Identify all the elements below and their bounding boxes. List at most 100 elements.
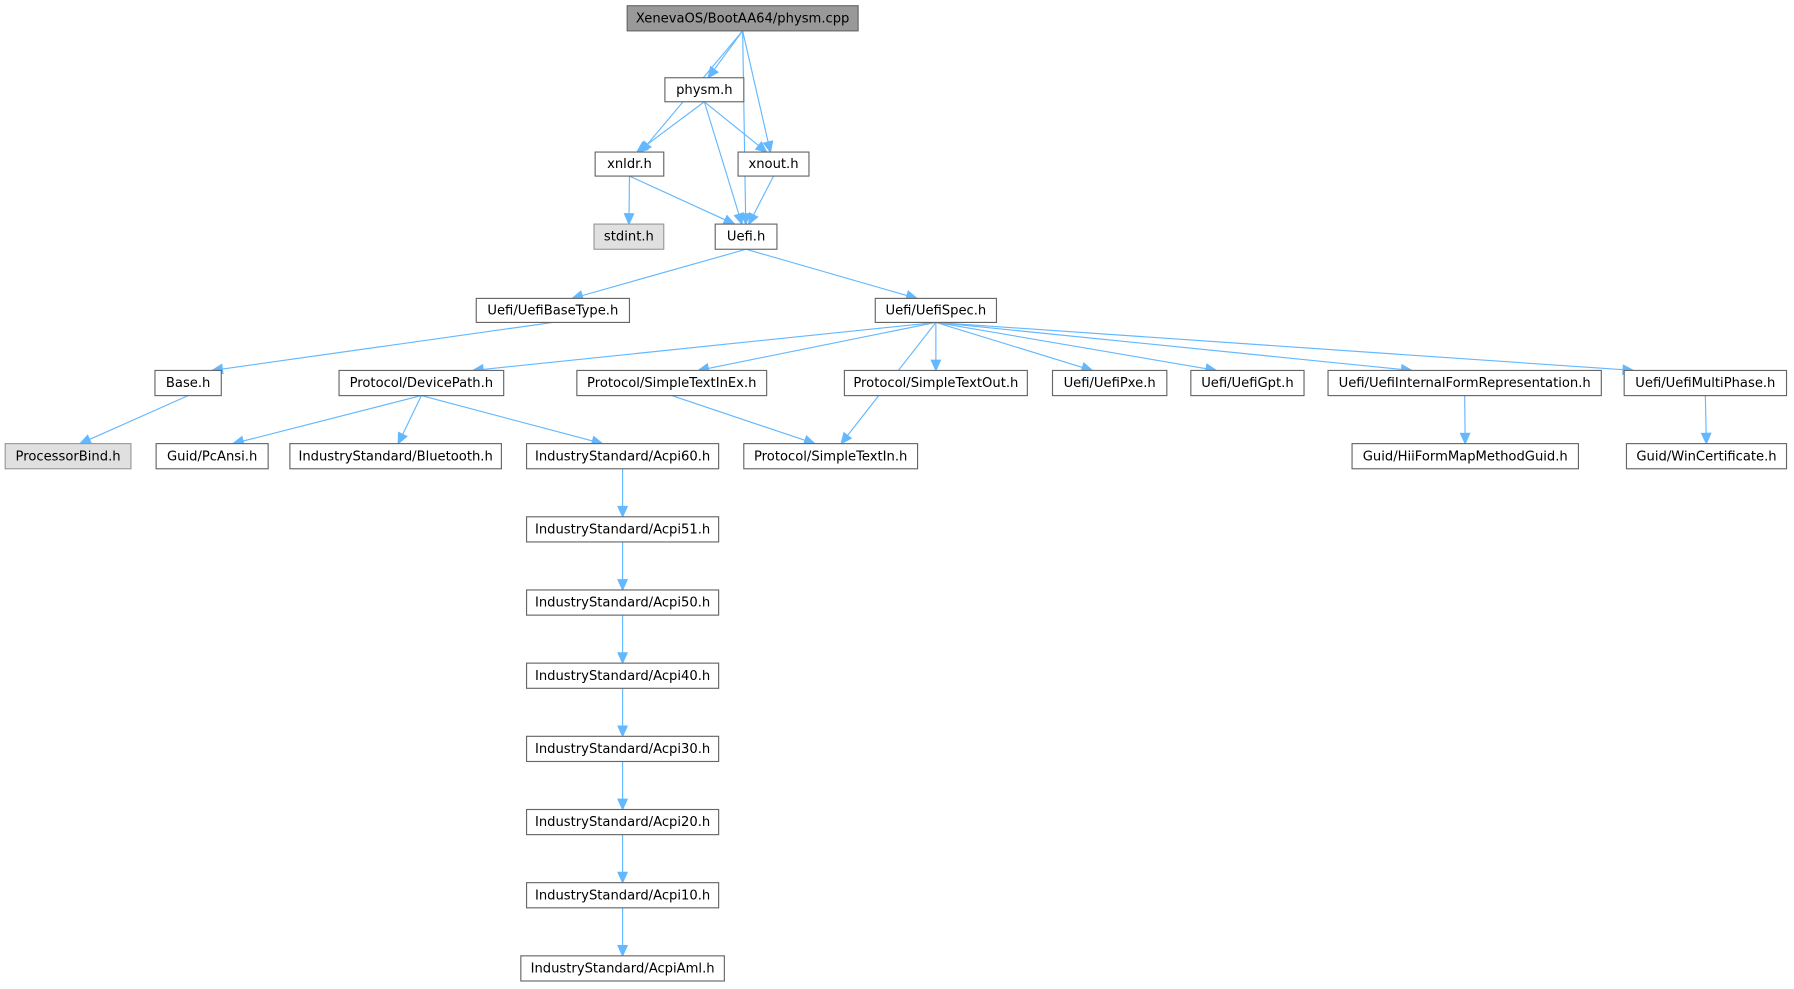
node-box [737, 151, 810, 177]
arrowhead-icon [733, 212, 744, 226]
arrowhead-icon [707, 65, 720, 79]
node-xnldr[interactable]: xnldr.h [594, 151, 665, 177]
node-label: ProcessorBind.h [16, 449, 121, 464]
node-acpiaml[interactable]: IndustryStandard/AcpiAml.h [520, 955, 725, 982]
node-hii[interactable]: Guid/HiiFormMapMethodGuid.h [1351, 443, 1580, 470]
node-acpi50[interactable]: IndustryStandard/Acpi50.h [525, 589, 720, 616]
node-base[interactable]: Base.h [154, 369, 222, 397]
arrowhead-icon [617, 652, 629, 665]
node-label: IndustryStandard/Acpi10.h [535, 888, 710, 903]
node-box [525, 662, 720, 689]
node-box [664, 77, 745, 103]
node-physm[interactable]: physm.h [664, 77, 745, 103]
arrowhead-icon [623, 213, 635, 226]
node-stdint[interactable]: stdint.h [593, 223, 665, 250]
node-label: IndustryStandard/Bluetooth.h [298, 449, 492, 464]
edge-basetype-to-base [222, 321, 553, 370]
node-box [525, 516, 720, 543]
edge-uefispec-to-devpath [482, 321, 936, 370]
node-label: Uefi/UefiMultiPhase.h [1635, 376, 1775, 391]
node-multiphase[interactable]: Uefi/UefiMultiPhase.h [1623, 369, 1788, 397]
node-box [576, 369, 768, 397]
node-box [1190, 369, 1305, 397]
arrowhead-icon [617, 798, 629, 811]
node-acpi60[interactable]: IndustryStandard/Acpi60.h [525, 443, 720, 470]
node-label: Guid/WinCertificate.h [1636, 449, 1776, 464]
edge-stie-to-sti [671, 395, 806, 441]
edge-physm-to-xnout [703, 101, 759, 147]
edge-uefispec-to-multiphase [935, 321, 1624, 371]
arrowhead-icon [617, 871, 629, 885]
node-bt[interactable]: IndustryStandard/Bluetooth.h [289, 443, 502, 470]
node-pxe[interactable]: Uefi/UefiPxe.h [1051, 369, 1168, 397]
arrowhead-icon [617, 944, 629, 958]
arrowhead-icon [722, 214, 736, 225]
node-label: xnldr.h [607, 157, 652, 172]
node-label: Uefi/UefiPxe.h [1064, 376, 1156, 391]
node-sto[interactable]: Protocol/SimpleTextOut.h [843, 369, 1028, 397]
node-box [593, 223, 665, 250]
edge-devpath-to-acpi60 [421, 395, 593, 442]
node-box [714, 223, 778, 250]
arrowhead-icon [1700, 432, 1712, 446]
node-label: Uefi.h [727, 230, 765, 245]
node-box [4, 443, 132, 470]
node-label: IndustryStandard/Acpi40.h [535, 669, 710, 684]
node-label: Guid/PcAnsi.h [167, 449, 257, 464]
edge-uefispec-to-ifr [935, 321, 1402, 370]
node-label: Protocol/SimpleTextOut.h [853, 376, 1018, 391]
node-uefispec[interactable]: Uefi/UefiSpec.h [874, 297, 998, 323]
node-acpi20[interactable]: IndustryStandard/Acpi20.h [525, 808, 720, 836]
arrowhead-icon [930, 359, 942, 372]
arrowhead-icon [840, 431, 853, 445]
node-procbind[interactable]: ProcessorBind.h [4, 443, 132, 470]
node-label: IndustryStandard/Acpi20.h [535, 815, 710, 830]
node-box [743, 443, 919, 470]
node-stie[interactable]: Protocol/SimpleTextInEx.h [576, 369, 768, 397]
node-label: Protocol/SimpleTextIn.h [754, 449, 907, 464]
node-box [338, 369, 505, 397]
node-devpath[interactable]: Protocol/DevicePath.h [338, 369, 505, 397]
arrowhead-icon [617, 725, 629, 738]
edge-devpath-to-pcansi [242, 395, 422, 442]
edge-multiphase-to-wincert [1704, 395, 1707, 434]
node-box [525, 735, 720, 763]
node-label: xnout.h [748, 157, 798, 172]
node-label: stdint.h [604, 230, 654, 245]
node-box [1625, 443, 1788, 470]
node-uefi[interactable]: Uefi.h [714, 223, 778, 250]
node-box [1051, 369, 1168, 397]
node-basetype[interactable]: Uefi/UefiBaseType.h [475, 297, 631, 323]
node-gpt[interactable]: Uefi/UefiGpt.h [1190, 369, 1305, 397]
node-box [525, 443, 720, 470]
node-acpi10[interactable]: IndustryStandard/Acpi10.h [525, 882, 720, 909]
node-xnout[interactable]: xnout.h [737, 151, 810, 177]
node-box [289, 443, 502, 470]
node-acpi40[interactable]: IndustryStandard/Acpi40.h [525, 662, 720, 689]
arrowhead-icon [635, 141, 649, 153]
node-box [843, 369, 1028, 397]
node-wincert[interactable]: Guid/WinCertificate.h [1625, 443, 1788, 470]
arrowhead-icon [617, 579, 629, 592]
node-label: IndustryStandard/AcpiAml.h [531, 961, 715, 976]
node-label: Uefi/UefiInternalFormRepresentation.h [1339, 376, 1591, 391]
arrowhead-icon [397, 431, 408, 445]
node-label: IndustryStandard/Acpi30.h [535, 742, 710, 757]
edge-devpath-to-bt [402, 395, 422, 435]
node-box [525, 808, 720, 836]
node-pcansi[interactable]: Guid/PcAnsi.h [155, 443, 269, 470]
edge-uefispec-to-pxe [935, 321, 1083, 368]
node-label: physm.h [676, 83, 733, 98]
node-ifr[interactable]: Uefi/UefiInternalFormRepresentation.h [1327, 369, 1602, 397]
node-acpi51[interactable]: IndustryStandard/Acpi51.h [525, 516, 720, 543]
arrowhead-icon [754, 140, 768, 153]
node-sti[interactable]: Protocol/SimpleTextIn.h [743, 443, 919, 470]
node-root[interactable]: XenevaOS/BootAA64/physm.cpp [626, 5, 859, 32]
edge-uefispec-to-gpt [935, 321, 1207, 370]
arrowhead-icon [762, 140, 774, 154]
edge-physm-to-uefi [703, 101, 740, 215]
node-box [626, 5, 859, 32]
node-box [155, 443, 269, 470]
edge-root-to-xnout [742, 30, 769, 143]
node-acpi30[interactable]: IndustryStandard/Acpi30.h [525, 735, 720, 763]
